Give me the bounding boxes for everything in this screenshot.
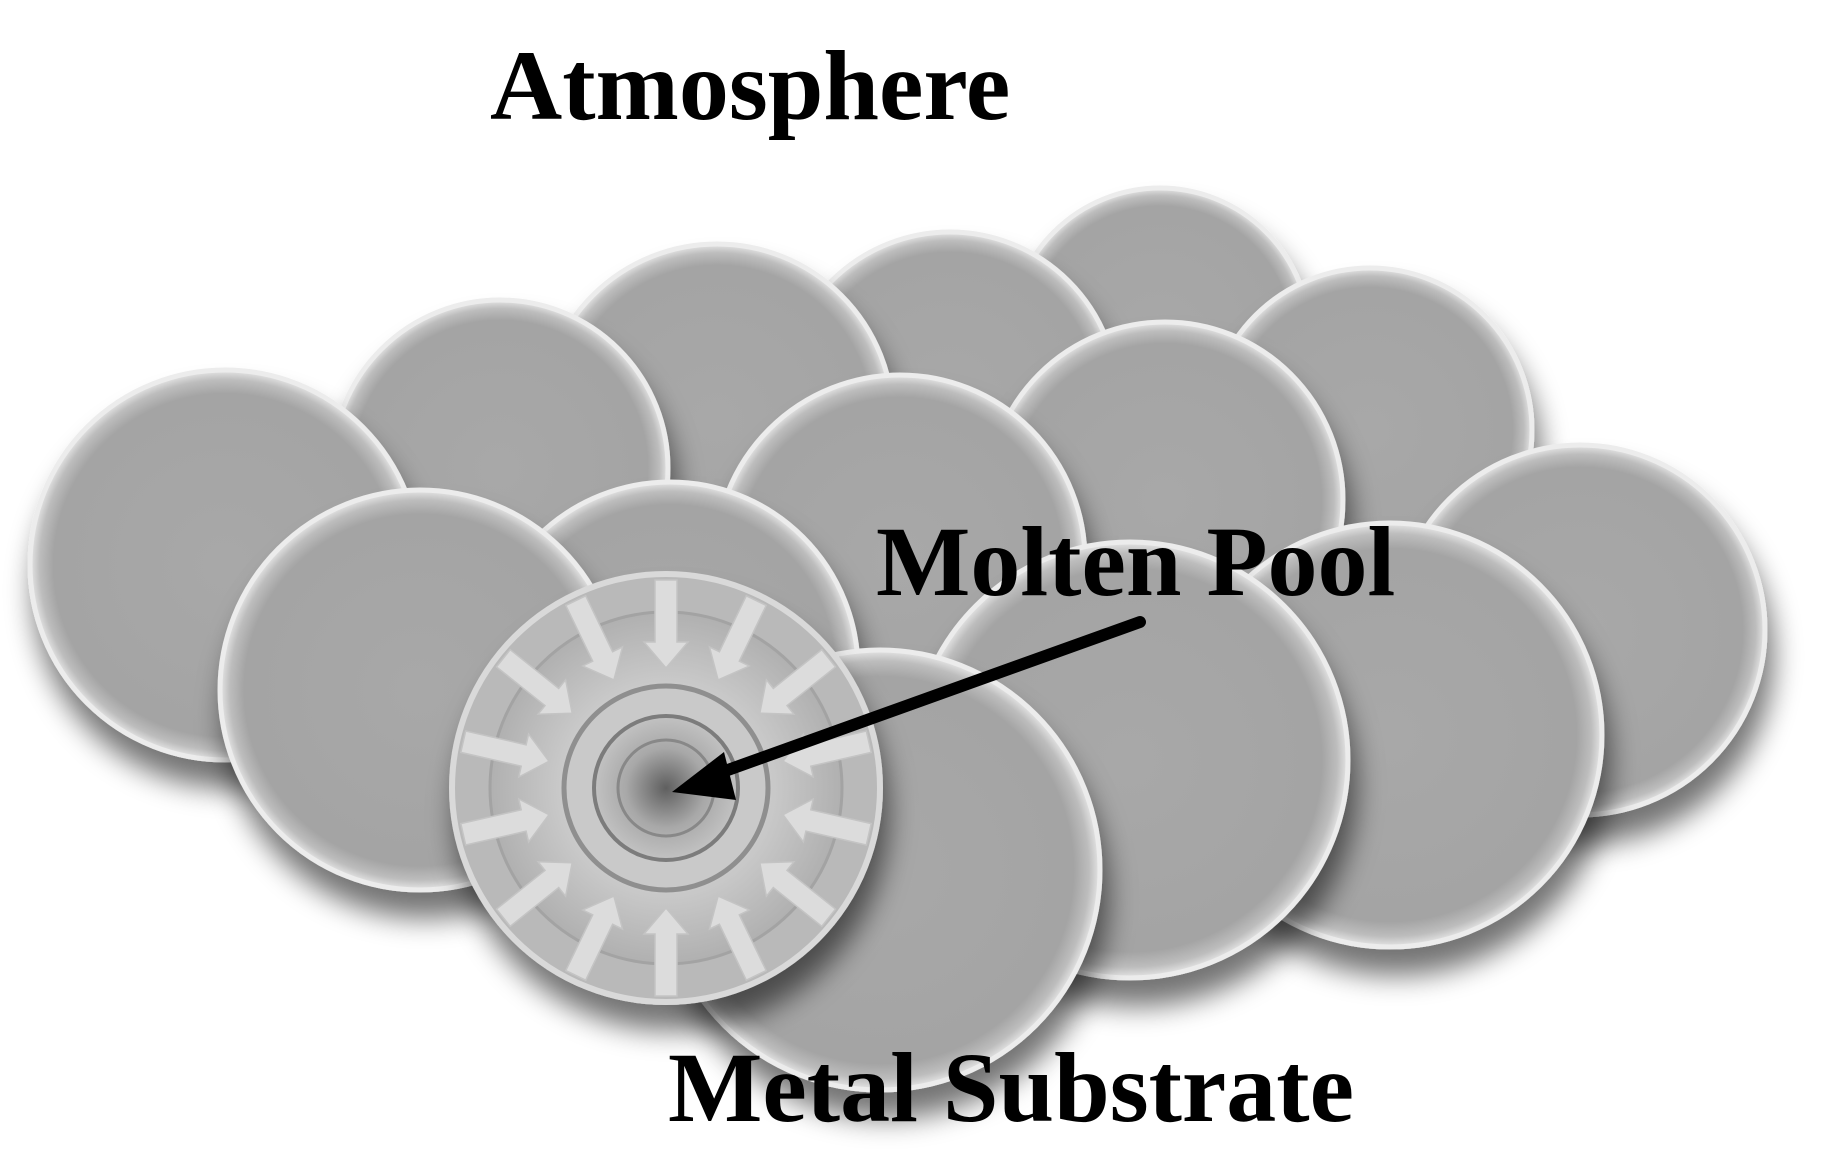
inflow-arrow-icon — [708, 594, 768, 681]
pool-middle-ring — [561, 683, 771, 893]
inflow-arrow-icon — [708, 895, 768, 982]
inflow-arrows — [459, 579, 873, 997]
inflow-arrow-icon — [642, 579, 690, 670]
inflow-arrow-icon — [642, 906, 690, 997]
inflow-arrow-icon — [495, 648, 574, 715]
pool-core — [592, 714, 740, 862]
inflow-arrow-icon — [459, 730, 551, 779]
inflow-arrow-icon — [758, 861, 837, 928]
inflow-arrow-icon — [459, 797, 551, 846]
inflow-arrow-icon — [564, 895, 624, 982]
pointer-arrow-icon — [672, 616, 1146, 800]
molten-pool-bead — [449, 571, 883, 1005]
inflow-arrow-icon — [495, 861, 574, 928]
inflow-arrow-icon — [781, 797, 873, 846]
inflow-arrow-icon — [758, 648, 837, 715]
powder-disc-layer — [27, 185, 1768, 1093]
atmosphere-label: Atmosphere — [490, 30, 1011, 141]
inflow-arrow-icon — [564, 594, 624, 681]
metal-substrate-label: Metal Substrate — [668, 1032, 1354, 1143]
molten-pool-label: Molten Pool — [876, 506, 1396, 617]
